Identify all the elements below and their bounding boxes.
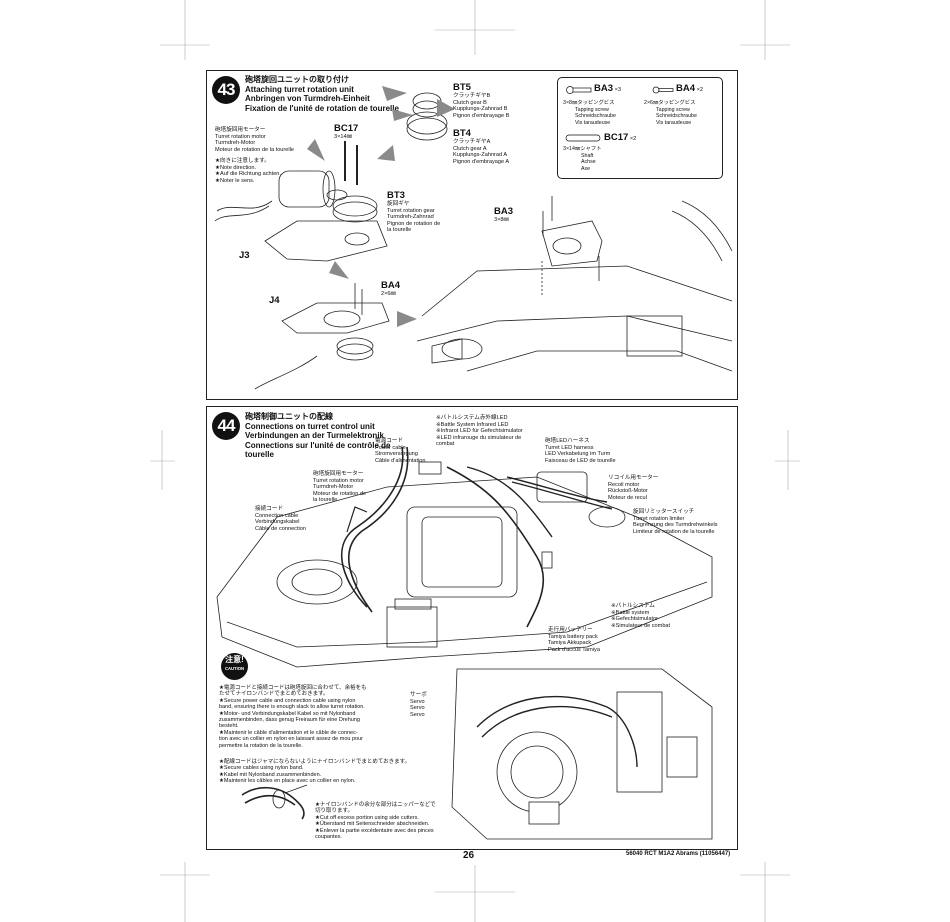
arrow-icon (437, 99, 455, 117)
motor-label: 砲塔旋回用モーター Turret rotation motor Turmdreh… (215, 127, 294, 153)
footer-model-code: 56040 RCT M1A2 Abrams (11056447) (626, 851, 731, 857)
ba4-callout: BA4 2×6㎜ (381, 280, 401, 298)
title-de: Anbringen von Turmdreh-Einheit (245, 94, 370, 103)
battery-label: 走行用バッテリー Tamiya battery pack Tamiya Akku… (548, 627, 600, 653)
title-fr-2: tourelle (245, 450, 274, 459)
servo-label: サーボ Servo Servo Servo (410, 692, 427, 718)
screw-shank-icon (572, 87, 592, 93)
caution-text-2: ★配線コードはジャマにならないようにナイロンバンドでまとめておきます。 ★Sec… (219, 759, 411, 785)
hw-bc17: BC17 ×2 (604, 132, 637, 143)
title-en: Connections on turret control unit (245, 421, 375, 431)
step-number: 44 (212, 412, 240, 440)
step-title: 砲塔旋回ユニットの取り付け Attaching turret rotation … (245, 75, 399, 113)
motor-label: 砲塔旋回用モーター Turret rotation motor Turmdreh… (313, 471, 367, 504)
step-44-illustration (216, 446, 713, 840)
battle-led-label: ※バトルシステム赤外線LED ※Battle System Infrared L… (436, 415, 523, 448)
hw-ba3-desc: 3×8㎜タッピングビス Tapping screw Schneidschraub… (563, 100, 616, 126)
hardware-box: BA3 ×3 3×8㎜タッピングビス Tapping screw Schneid… (557, 77, 723, 179)
step-title: 砲塔制御ユニットの配線 Connections on turret contro… (245, 412, 390, 460)
shaft-icon (565, 134, 601, 142)
arrow-icon (392, 109, 413, 121)
j4-label: J4 (269, 295, 280, 306)
page-number: 26 (463, 850, 475, 861)
hw-ba4-desc: 2×6㎜タッピングビス Tapping screw Schneidschraub… (644, 100, 697, 126)
hw-ba4: BA4 ×2 (676, 83, 703, 94)
ba3-callout: BA3 3×8㎜ (494, 206, 514, 224)
arrow-icon (329, 261, 349, 279)
caution-text-1: ★電源コードと接続コードは砲塔旋回に合わせて、余裕をも たせてナイロンバンドでま… (219, 685, 367, 749)
title-ja: 砲塔制御ユニットの配線 (245, 412, 333, 421)
hw-bc17-desc: 3×14㎜シャフト Shaft Achse Axe (563, 146, 602, 172)
direction-note: ★向きに注意します。 ★Note direction. ★Auf die Ric… (215, 158, 281, 184)
bt3-label: BT3 旋回ギヤ Turret rotation gear Turmdreh-Z… (387, 190, 441, 234)
hw-ba3: BA3 ×3 (594, 83, 621, 94)
step-44-panel: 44 砲塔制御ユニットの配線 Connections on turret con… (206, 406, 738, 850)
j3-label: J3 (239, 250, 250, 261)
turret-led-label: 砲塔LEDハーネス Turret LED harness LED Verkabe… (545, 438, 616, 464)
step-number: 43 (212, 76, 240, 104)
step-43-illustration (214, 86, 733, 390)
title-de: Verbindungen an der Turmelektronik (245, 431, 384, 440)
clutch-gear-b (406, 92, 448, 141)
turret-motor (214, 170, 336, 222)
title-fr: Fixation de l'unité de rotation de toure… (245, 103, 399, 113)
arrow-icon (397, 311, 417, 327)
bc17-callout: BC17 3×14㎜ (334, 123, 359, 141)
title-fr-1: Connections sur l'unité de contrôle de (245, 440, 391, 450)
title-ja: 砲塔旋回ユニットの取り付け (245, 75, 349, 84)
title-en: Attaching turret rotation unit (245, 84, 354, 94)
rotation-limiter-label: 旋回リミッタースイッチ Turret rotation limiter Begr… (633, 509, 718, 535)
step-43-panel: 43 砲塔旋回ユニットの取り付け Attaching turret rotati… (206, 70, 738, 400)
recoil-motor-label: リコイル用モーター Recoil motor Rückstoß-Motor Mo… (608, 475, 659, 501)
caution-text-3: ★ナイロンバンドの余分な部分はニッパーなどで 切り取ります。 ★Cut off … (315, 802, 436, 841)
bt4-label: BT4 クラッチギヤA Clutch gear A Kupplungs-Zahn… (453, 128, 510, 165)
arrow-icon (377, 145, 395, 161)
bt5-label: BT5 クラッチギヤB Clutch gear B Kupplungs-Zahn… (453, 82, 510, 119)
arrow-icon (382, 86, 407, 101)
power-cord-label: 電源コード Power cable Stromversorgung Câble … (375, 438, 426, 464)
screw-shank-icon (658, 88, 674, 92)
arrow-icon (307, 139, 325, 161)
caution-badge: 注意! CAUTION (221, 653, 248, 680)
battle-system-label: ※バトルシステム ※Battle system ※Gefechtsimulato… (611, 603, 671, 629)
connection-cable-label: 接続コード Connection cable Verbindungskabel … (255, 506, 307, 532)
